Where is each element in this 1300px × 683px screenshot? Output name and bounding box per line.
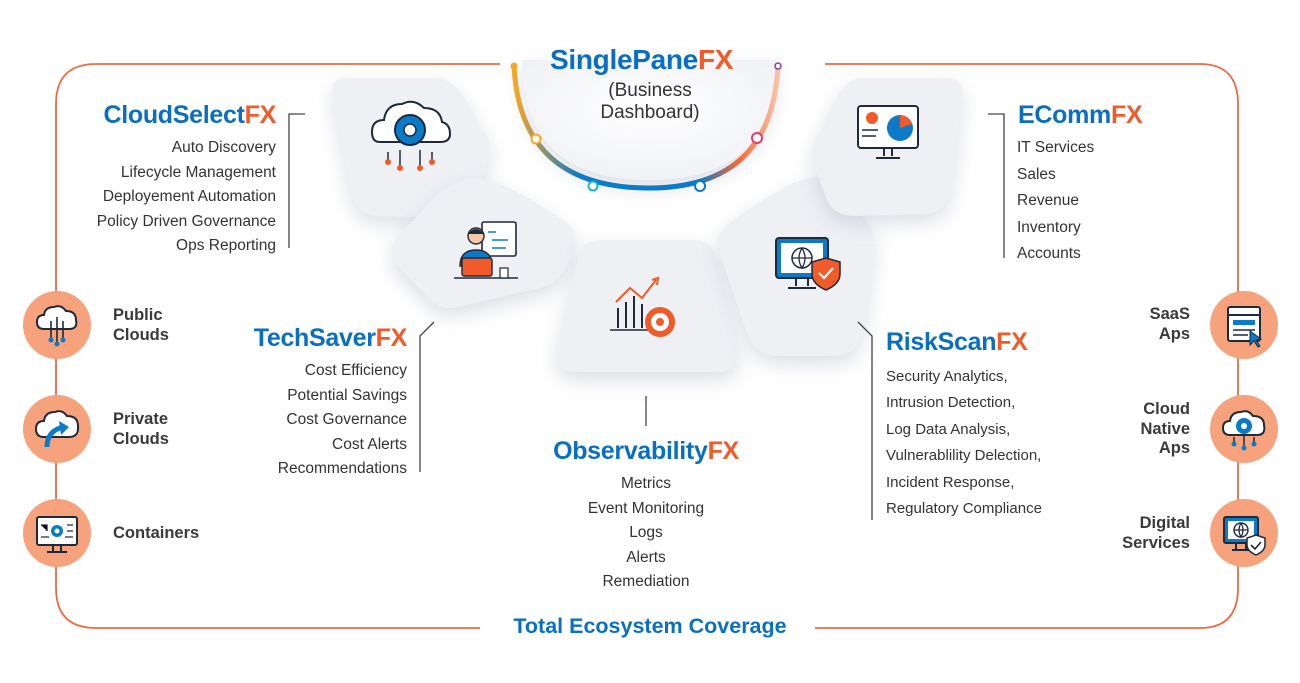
list-item: Policy Driven Governance <box>96 212 276 230</box>
cloud-upload-icon <box>34 410 80 448</box>
list-item: Log Data Analysis, <box>886 420 1011 438</box>
growth-target-icon <box>610 276 675 337</box>
list-item: Remediation <box>602 573 690 591</box>
list-item: Logs <box>629 524 663 542</box>
cloud-gear-icon <box>1221 410 1266 451</box>
private-clouds-badge <box>23 395 91 463</box>
public-clouds-badge <box>23 291 91 359</box>
list-item: Intrusion Detection, <box>886 394 1016 412</box>
bracket-riskscan <box>857 321 873 520</box>
list-item: Inventory <box>1017 218 1081 236</box>
list-item: Metrics <box>621 475 671 492</box>
list-item: Auto Discovery <box>171 139 276 156</box>
singlepane-subtitle: (Business Dashboard) <box>600 80 700 123</box>
card-singlepane <box>522 60 776 180</box>
container-gear-icon <box>36 516 78 553</box>
ecomm-feature-list: IT Services Sales Revenue Inventory Acco… <box>1017 135 1167 268</box>
list-item: Ops Reporting <box>176 237 276 255</box>
list-item: Sales <box>1017 165 1056 183</box>
list-item: Potential Savings <box>287 386 407 404</box>
riskscan-title: RiskScanFX <box>886 328 1028 356</box>
list-item: Cost Alerts <box>332 435 407 453</box>
digital-services-badge <box>1210 499 1278 567</box>
cloudselect-feature-list: Auto Discovery Lifecycle Management Depl… <box>60 136 276 259</box>
riskscan-feature-list: Security Analytics, Intrusion Detection,… <box>886 364 1086 522</box>
list-item: Recommendations <box>277 460 407 478</box>
card-cloudselect <box>332 78 490 218</box>
bracket-cloudselect <box>288 113 305 248</box>
globe-shield-icon <box>1223 516 1266 556</box>
card-observability <box>555 240 739 372</box>
list-item: Deployement Automation <box>102 188 276 206</box>
techsaver-feature-list: Cost Efficiency Potential Savings Cost G… <box>230 359 407 482</box>
cloudselect-title: CloudSelectFX <box>103 101 276 129</box>
monitor-globe-shield-icon <box>775 237 841 291</box>
containers-label: Containers <box>113 524 200 542</box>
list-item: Cost Governance <box>286 411 407 429</box>
developer-laptop-icon <box>454 221 518 279</box>
observability-title: ObservabilityFX <box>553 437 739 465</box>
list-item: Lifecycle Management <box>120 163 276 181</box>
list-item: Accounts <box>1017 245 1081 263</box>
list-item: Alerts <box>626 548 666 566</box>
ecomm-title: ECommFX <box>1018 101 1143 129</box>
dashboard-arc <box>511 63 781 191</box>
singlepane-title: SinglePaneFX <box>550 44 734 75</box>
cloud-network-icon <box>35 305 78 347</box>
cloud-gear-card-icon <box>370 100 452 171</box>
list-item: IT Services <box>1017 139 1095 156</box>
observability-feature-list: Metrics Event Monitoring Logs Alerts Rem… <box>546 472 746 595</box>
cloud-native-aps-badge <box>1210 395 1278 463</box>
bracket-techsaver <box>419 321 435 472</box>
list-item: Incident Response, <box>886 473 1015 491</box>
list-item: Security Analytics, <box>886 368 1008 385</box>
saas-window-icon <box>1227 306 1263 348</box>
list-item: Vulnerablility Delection, <box>886 447 1042 465</box>
containers-badge <box>23 499 91 567</box>
bracket-ecomm <box>988 113 1005 258</box>
monitor-pie-chart-icon <box>857 105 919 159</box>
list-item: Cost Efficiency <box>304 362 407 379</box>
total-ecosystem-coverage-label: Total Ecosystem Coverage <box>495 614 805 639</box>
list-item: Event Monitoring <box>587 499 705 517</box>
saas-aps-badge <box>1210 291 1278 359</box>
list-item: Regulatory Compliance <box>886 499 1042 517</box>
techsaver-title: TechSaverFX <box>253 324 408 352</box>
list-item: Revenue <box>1017 192 1080 210</box>
